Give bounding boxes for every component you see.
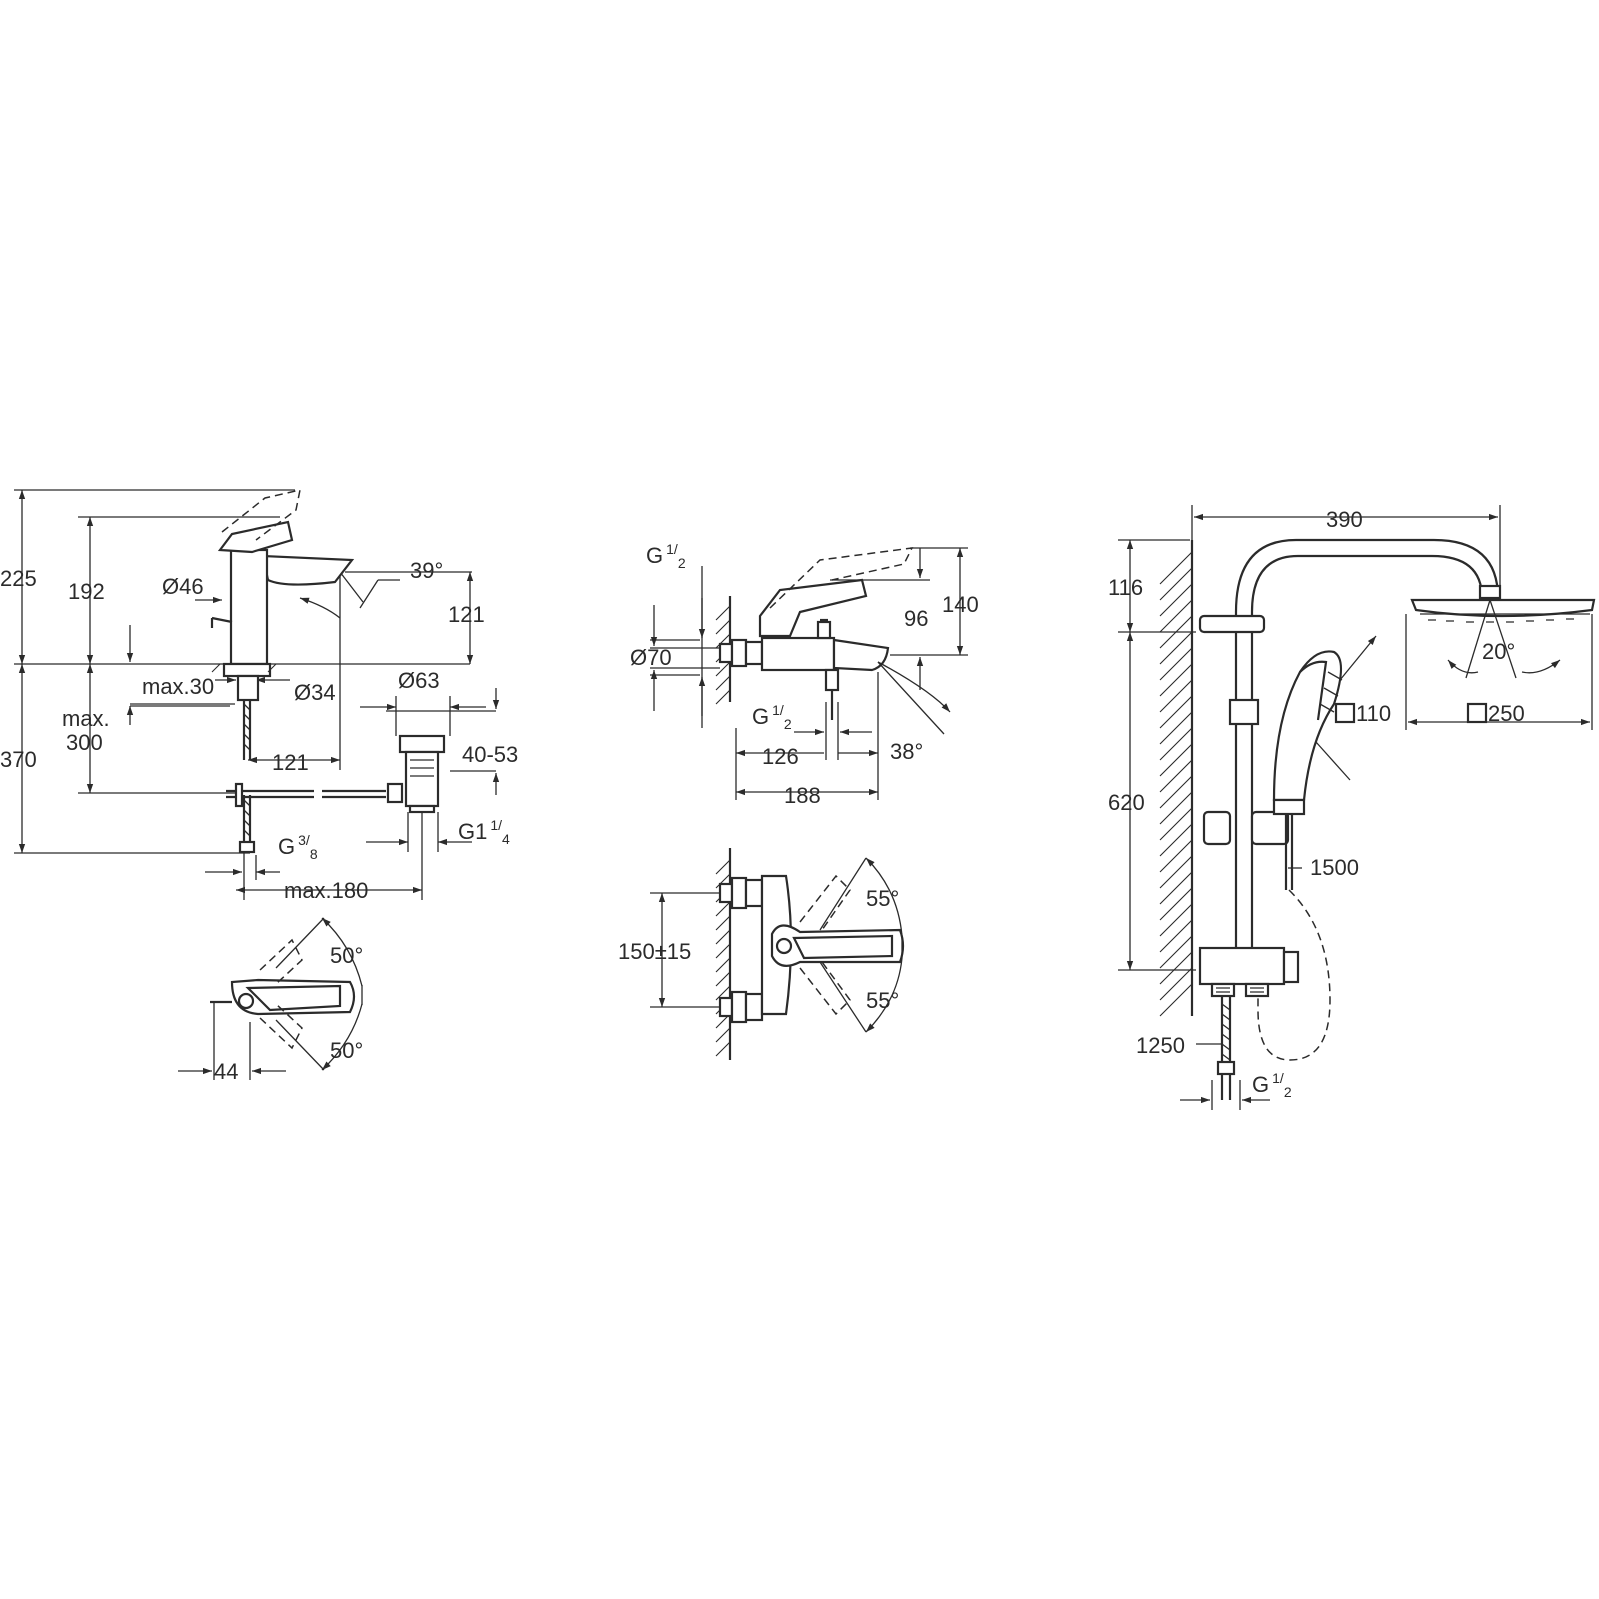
max-depth-label-line1: max. bbox=[62, 706, 110, 731]
waste-diameter-label: Ø63 bbox=[398, 668, 440, 693]
flange-diameter-label: Ø70 bbox=[630, 645, 672, 670]
lever-angle-bottom-label: 50° bbox=[330, 1038, 363, 1063]
body-height-label: 192 bbox=[68, 579, 105, 604]
bath-mixer-top-view bbox=[650, 848, 905, 1060]
spout-angle-label: 39° bbox=[410, 558, 443, 583]
spout-height-label: 121 bbox=[448, 602, 485, 627]
square-icon bbox=[1334, 702, 1356, 724]
hand-shower-size-label: 110 bbox=[1356, 701, 1391, 726]
hose-length-label: 1500 bbox=[1310, 855, 1359, 880]
bath-spout-angle-label: 38° bbox=[890, 739, 923, 764]
rail-height-label: 620 bbox=[1108, 790, 1145, 815]
head-tilt-label: 20° bbox=[1482, 639, 1515, 664]
bath-body-height-label: 96 bbox=[904, 606, 928, 631]
base-diameter-label: Ø34 bbox=[294, 680, 336, 705]
shower-system-view bbox=[1118, 505, 1596, 1110]
under-height-label: 370 bbox=[0, 747, 37, 772]
arm-reach-label: 390 bbox=[1326, 507, 1363, 532]
waste-range-label: 40-53 bbox=[462, 742, 518, 767]
lever-offset-label: 44 bbox=[214, 1059, 238, 1084]
spout-reach-label: 121 bbox=[272, 750, 309, 775]
max-pull-label: max.180 bbox=[284, 878, 368, 903]
head-size-label: 250 bbox=[1488, 701, 1525, 726]
basin-mixer-side-view bbox=[14, 489, 500, 900]
body-diameter-label: Ø46 bbox=[162, 574, 204, 599]
bath-lever-angle-top-label: 55° bbox=[866, 886, 899, 911]
top-offset-label: 116 bbox=[1108, 575, 1143, 600]
bath-mixer-side-view bbox=[650, 547, 968, 800]
square-icon bbox=[1466, 702, 1488, 724]
max-thickness-label: max.30 bbox=[142, 674, 214, 699]
bath-total-height-label: 140 bbox=[942, 592, 979, 617]
bath-total-projection-label: 188 bbox=[784, 783, 821, 808]
bath-lever-angle-bottom-label: 55° bbox=[866, 988, 899, 1013]
bath-centres-label: 150±15 bbox=[618, 939, 691, 964]
lever-angle-top-label: 50° bbox=[330, 943, 363, 968]
bottom-length-label: 1250 bbox=[1136, 1033, 1185, 1058]
bath-projection-label: 126 bbox=[762, 744, 799, 769]
basin-mixer-top-view bbox=[178, 917, 363, 1080]
max-depth-label-line2: 300 bbox=[66, 730, 103, 755]
total-height-label: 225 bbox=[0, 566, 37, 591]
